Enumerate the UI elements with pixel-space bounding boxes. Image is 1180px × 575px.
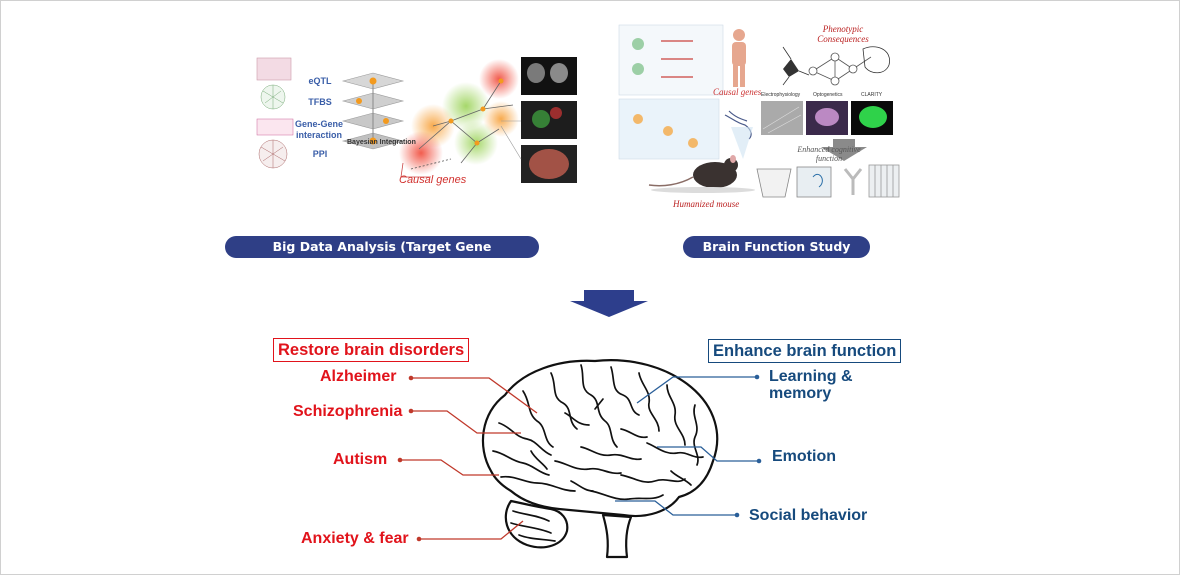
human-figure <box>732 29 746 87</box>
phenotypic-consequences-label: Phenotypic Consequences <box>817 24 869 44</box>
dna-helix-icon <box>724 110 752 140</box>
brain-function-panel: Causal genes Phenotypic Consequences Ele… <box>613 19 903 209</box>
disorder-alzheimer: Alzheimer <box>320 368 397 385</box>
big-data-illustration <box>256 57 577 183</box>
big-data-analysis-pill: Big Data Analysis (Target Gene Identific… <box>225 236 539 276</box>
brain-illustration <box>481 359 719 559</box>
causal-genes-label: Causal genes <box>399 174 467 186</box>
electrophysiology-label: Electrophysiology <box>761 92 801 98</box>
function-learning-memory: Learning & memory <box>769 368 853 402</box>
cloning-protocol-figure <box>618 24 724 96</box>
integration-layers <box>341 72 405 150</box>
behavior-apparatus <box>756 164 900 198</box>
causal-genes-label-2: Causal genes <box>713 87 762 97</box>
restore-brain-disorders-header: Restore brain disorders <box>273 338 470 362</box>
heatmap-thumbnail <box>256 57 292 81</box>
track-thumbnail <box>256 118 294 136</box>
ppi-thumbnail <box>258 139 288 169</box>
disorder-autism: Autism <box>333 451 388 468</box>
disorder-connectors <box>400 377 538 540</box>
layer-label-ppi: PPI <box>312 149 328 159</box>
causal-gene-network <box>399 59 519 178</box>
enhancement-arrow <box>821 139 867 161</box>
humanized-mouse-label: Humanized mouse <box>673 199 740 209</box>
layer-label-tfbs: TFBS <box>308 97 332 107</box>
brain-function-study-pill: Brain Function Study <box>683 236 870 258</box>
function-emotion: Emotion <box>772 448 836 465</box>
enhance-brain-function-header: Enhance brain function <box>708 339 902 363</box>
network-thumbnail <box>260 84 286 110</box>
down-arrow-icon <box>570 290 648 317</box>
layer-label-gene-gene: Gene-Gene interaction <box>295 119 344 140</box>
function-social-behavior: Social behavior <box>749 507 868 524</box>
disorder-schizophrenia: Schizophrenia <box>293 403 403 420</box>
optogenetics-label: Optogenetics <box>813 92 843 98</box>
brain-function-illustration <box>618 24 900 198</box>
function-connectors <box>615 376 759 516</box>
bayesian-integration-label: Bayesian Integration <box>347 139 416 146</box>
disorder-anxiety-fear: Anxiety & fear <box>301 530 409 547</box>
clarity-label: CLARITY <box>861 92 883 98</box>
layer-label-eqtl: eQTL <box>308 76 332 86</box>
big-data-panel: eQTL TFBS Gene-Gene interaction PPI Baye… <box>251 51 581 191</box>
enhanced-cognitive-label: Enhanced cognitive function <box>797 145 861 163</box>
neuron-network <box>782 46 890 86</box>
mouse-figure <box>648 155 755 193</box>
